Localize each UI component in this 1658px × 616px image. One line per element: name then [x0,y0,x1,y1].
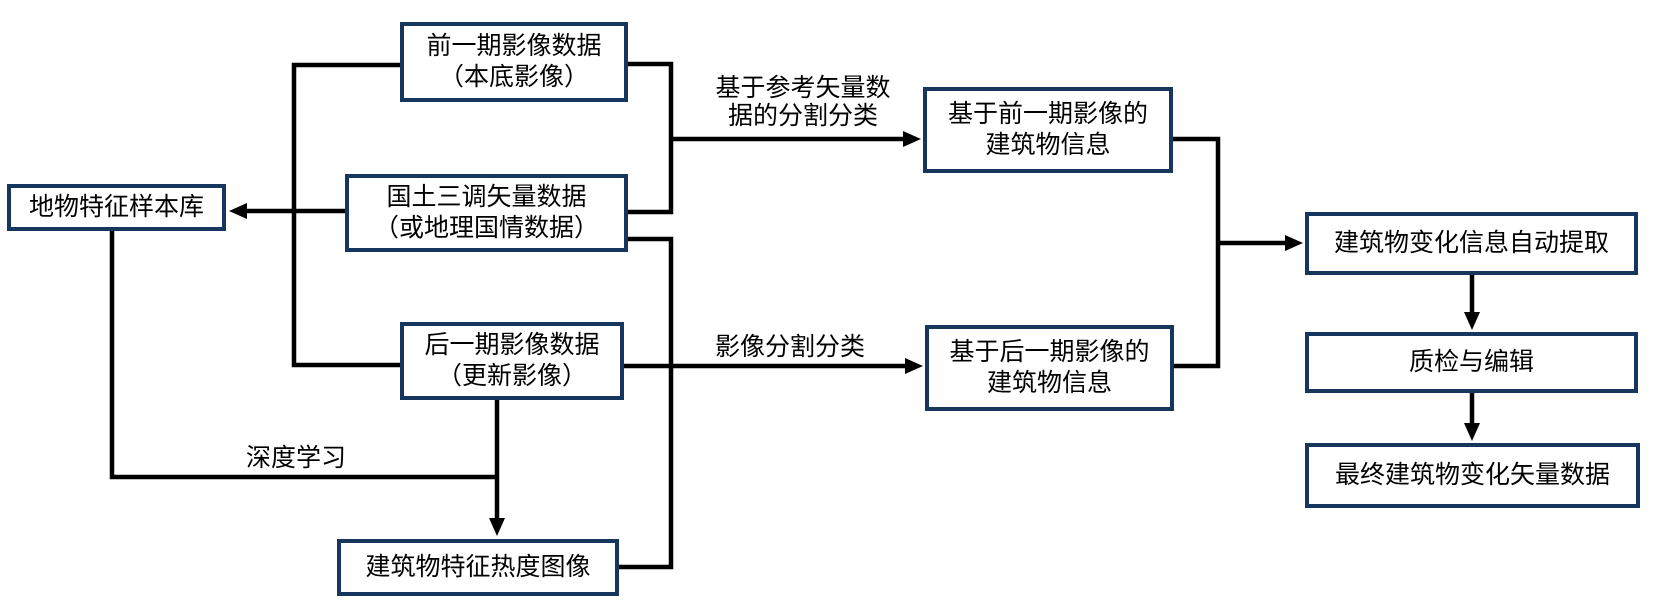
edge-label-ref-vector-seg-line1: 基于参考矢量数 [715,74,891,102]
edge-label-deep-learning: 深度学习 [171,444,421,472]
connector-arrow-to-next-buildings [624,358,923,374]
node-prev-buildings-line1: 基于前一期影像的 [947,100,1148,128]
connector-arrow-to-qc-edit [1464,275,1480,330]
node-heatmap-line1: 建筑物特征热度图像 [365,553,591,581]
node-auto-extract: 建筑物变化信息自动提取 [1305,212,1638,275]
node-vector-data-line1: 国土三调矢量数据 [386,183,587,211]
edge-label-image-seg: 影像分割分类 [665,333,915,361]
node-prev-buildings-line2: 建筑物信息 [985,131,1111,159]
node-prev-buildings: 基于前一期影像的 建筑物信息 [923,87,1173,173]
edge-label-ref-vector-seg-line2: 据的分割分类 [727,102,878,130]
connector-arrow-to-prev-buildings [671,131,921,147]
node-vector-data: 国土三调矢量数据 （或地理国情数据） [345,174,628,252]
node-vector-data-line2: （或地理国情数据） [373,214,599,242]
node-prev-image: 前一期影像数据 （本底影像） [400,22,628,102]
node-sample-library-line1: 地物特征样本库 [28,193,204,221]
connector-left-input-trunk [291,62,403,368]
node-next-buildings-line2: 建筑物信息 [986,369,1112,397]
edge-label-image-seg-line1: 影像分割分类 [714,333,865,361]
node-auto-extract-line1: 建筑物变化信息自动提取 [1333,229,1609,257]
node-final-vector-line1: 最终建筑物变化矢量数据 [1334,461,1610,489]
connector-arrow-to-sample-library [229,203,347,219]
connector-sample-library-deep-learning-line [109,230,497,480]
connector-arrow-to-final-vector [1464,393,1480,441]
node-final-vector: 最终建筑物变化矢量数据 [1305,443,1640,508]
node-prev-image-line1: 前一期影像数据 [426,32,602,60]
node-next-image-line1: 后一期影像数据 [424,331,600,359]
connector-right-lower-trunk [619,236,674,570]
node-next-buildings: 基于后一期影像的 建筑物信息 [925,325,1174,411]
node-qc-edit-line1: 质检与编辑 [1408,348,1534,376]
node-next-image-line2: （更新影像） [436,362,587,390]
node-prev-image-line2: （本底影像） [438,63,589,91]
node-heatmap: 建筑物特征热度图像 [337,539,619,596]
connector-arrow-to-heatmap [489,399,505,536]
edge-label-ref-vector-seg: 基于参考矢量数 据的分割分类 [678,74,928,130]
node-sample-library: 地物特征样本库 [7,184,226,231]
node-next-image: 后一期影像数据 （更新影像） [400,322,624,400]
node-qc-edit: 质检与编辑 [1305,332,1638,393]
edge-label-deep-learning-line1: 深度学习 [245,444,346,472]
connector-right-upper-trunk [628,61,674,215]
connector-buildings-merge-trunk [1173,136,1221,369]
connector-arrow-to-auto-extract [1218,235,1303,251]
node-next-buildings-line1: 基于后一期影像的 [949,338,1150,366]
